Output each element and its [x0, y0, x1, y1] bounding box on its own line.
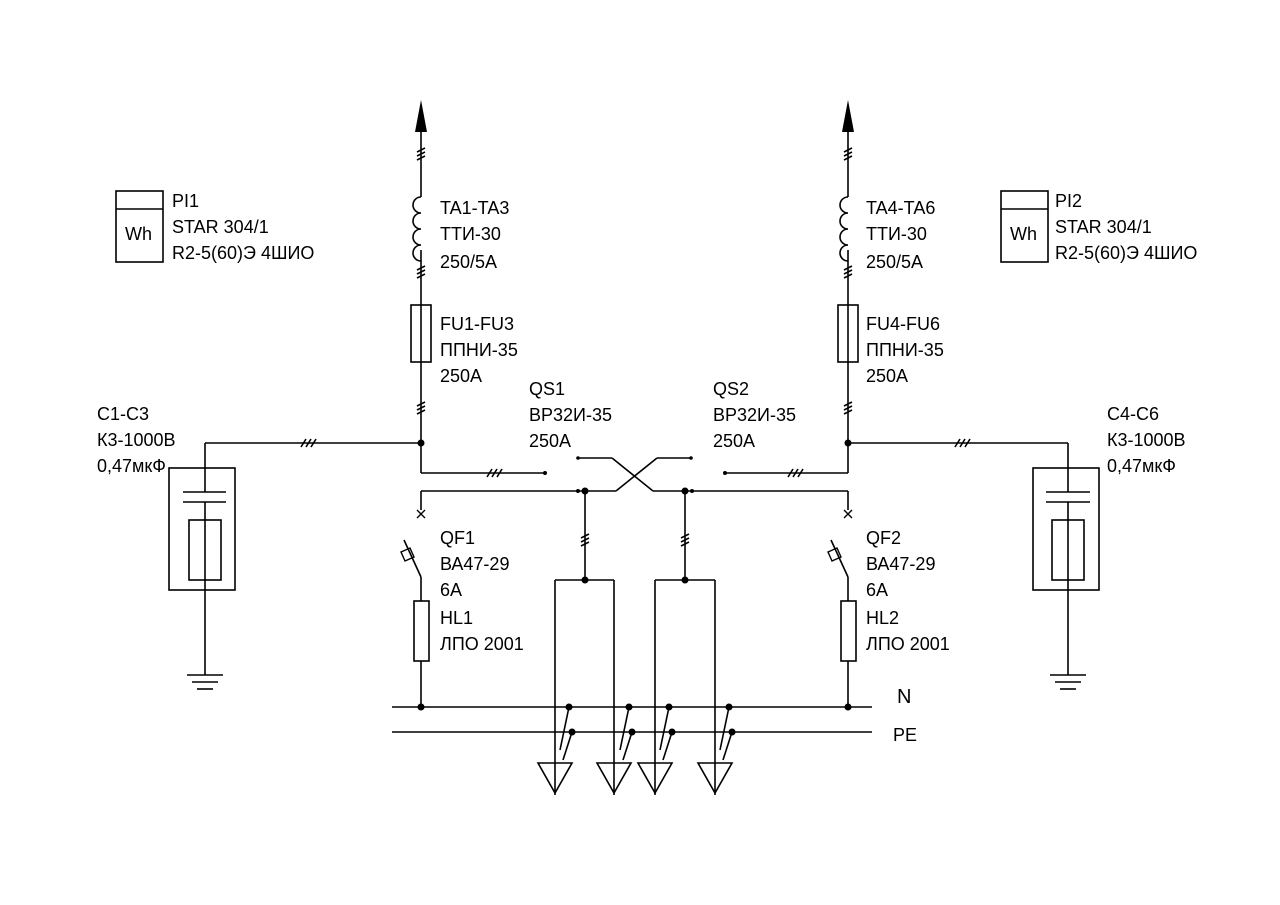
hl2-ref: HL2: [866, 608, 899, 628]
left-cap-ticks: [300, 438, 317, 448]
meter-right: Wh PI2 STAR 304/1 R2-5(60)Э 4ШИО: [1000, 190, 1197, 263]
ct-left-ref: TA1-TA3: [440, 198, 509, 218]
right-ct-coil: [839, 196, 849, 262]
hl2-model: ЛПО 2001: [866, 634, 950, 654]
fuse-left-rating: 250А: [440, 366, 482, 386]
left-indicator-branch: [400, 491, 430, 707]
socket-outlets: [536, 762, 734, 795]
fuse-right-ref: FU4-FU6: [866, 314, 940, 334]
left-capacitor-assembly: [168, 443, 236, 690]
right-capacitor-box: [1032, 467, 1100, 591]
qf2-model: ВА47-29: [866, 554, 935, 574]
left-output-arrow: [415, 100, 427, 132]
load-feeders: [536, 491, 736, 795]
qf1-model: ВА47-29: [440, 554, 509, 574]
neutral-bus-label: N: [897, 686, 911, 708]
right-phase-ticks-top: [843, 147, 853, 161]
meter-left: Wh PI1 STAR 304/1 R2-5(60)Э 4ШИО: [115, 190, 314, 263]
fuse-left-ref: FU1-FU3: [440, 314, 514, 334]
left-capacitor-box: [168, 467, 236, 591]
left-feeder: [205, 100, 547, 478]
ct-right-ref: TA4-TA6: [866, 198, 935, 218]
meter-left-box: [115, 190, 164, 263]
fuse-right-model: ППНИ-35: [866, 340, 944, 360]
meter-left-symbol: Wh: [125, 224, 152, 244]
meter-right-box: [1000, 190, 1049, 263]
qf1-rating: 6А: [440, 580, 462, 600]
pe-bus-label: PE: [893, 725, 917, 745]
load-ticks-right: [680, 533, 690, 547]
cap-right-value: 0,47мкФ: [1107, 456, 1176, 476]
meter-right-spec: R2-5(60)Э 4ШИО: [1055, 243, 1197, 263]
left-phase-ticks-mid: [416, 265, 426, 279]
qs1-model: ВР32И-35: [529, 405, 612, 425]
buses: [392, 703, 872, 733]
qs2-model: ВР32И-35: [713, 405, 796, 425]
cap-left-ref: C1-C3: [97, 404, 149, 424]
right-phase-ticks-mid: [843, 265, 853, 279]
ct-right-ratio: 250/5А: [866, 252, 923, 272]
right-cap-ticks: [954, 438, 971, 448]
meter-left-spec: R2-5(60)Э 4ШИО: [172, 243, 314, 263]
hl1-ref: HL1: [440, 608, 473, 628]
right-feeder: [723, 100, 1068, 478]
right-phase-ticks-low: [843, 401, 853, 415]
cap-left-model: К3-1000В: [97, 430, 176, 450]
cap-right-model: К3-1000В: [1107, 430, 1186, 450]
qs2-ref: QS2: [713, 379, 749, 399]
qf2-rating: 6А: [866, 580, 888, 600]
cap-right-ref: C4-C6: [1107, 404, 1159, 424]
right-indicator-branch: [827, 491, 857, 707]
left-phase-ticks-top: [416, 147, 426, 161]
right-output-arrow: [842, 100, 854, 132]
ct-right-model: ТТИ-30: [866, 224, 927, 244]
transfer-switch: [421, 456, 848, 495]
meter-right-ref: PI2: [1055, 191, 1082, 211]
qs1-ref: QS1: [529, 379, 565, 399]
left-ct-coil: [412, 196, 422, 262]
qs2-rating: 250А: [713, 431, 755, 451]
left-qs-ticks: [486, 468, 503, 478]
qf1-ref: QF1: [440, 528, 475, 548]
ct-left-ratio: 250/5А: [440, 252, 497, 272]
qf2-ref: QF2: [866, 528, 901, 548]
right-capacitor-assembly: [1032, 443, 1100, 690]
fuse-left-model: ППНИ-35: [440, 340, 518, 360]
left-phase-ticks-low: [416, 401, 426, 415]
right-qs-ticks: [787, 468, 804, 478]
cap-left-value: 0,47мкФ: [97, 456, 166, 476]
meter-left-ref: PI1: [172, 191, 199, 211]
hl1-model: ЛПО 2001: [440, 634, 524, 654]
ct-left-model: ТТИ-30: [440, 224, 501, 244]
qs1-rating: 250А: [529, 431, 571, 451]
meter-right-model: STAR 304/1: [1055, 217, 1152, 237]
right-lamp: [840, 600, 857, 662]
meter-left-model: STAR 304/1: [172, 217, 269, 237]
meter-right-symbol: Wh: [1010, 224, 1037, 244]
load-ticks-left: [580, 533, 590, 547]
left-lamp: [413, 600, 430, 662]
fuse-right-rating: 250А: [866, 366, 908, 386]
